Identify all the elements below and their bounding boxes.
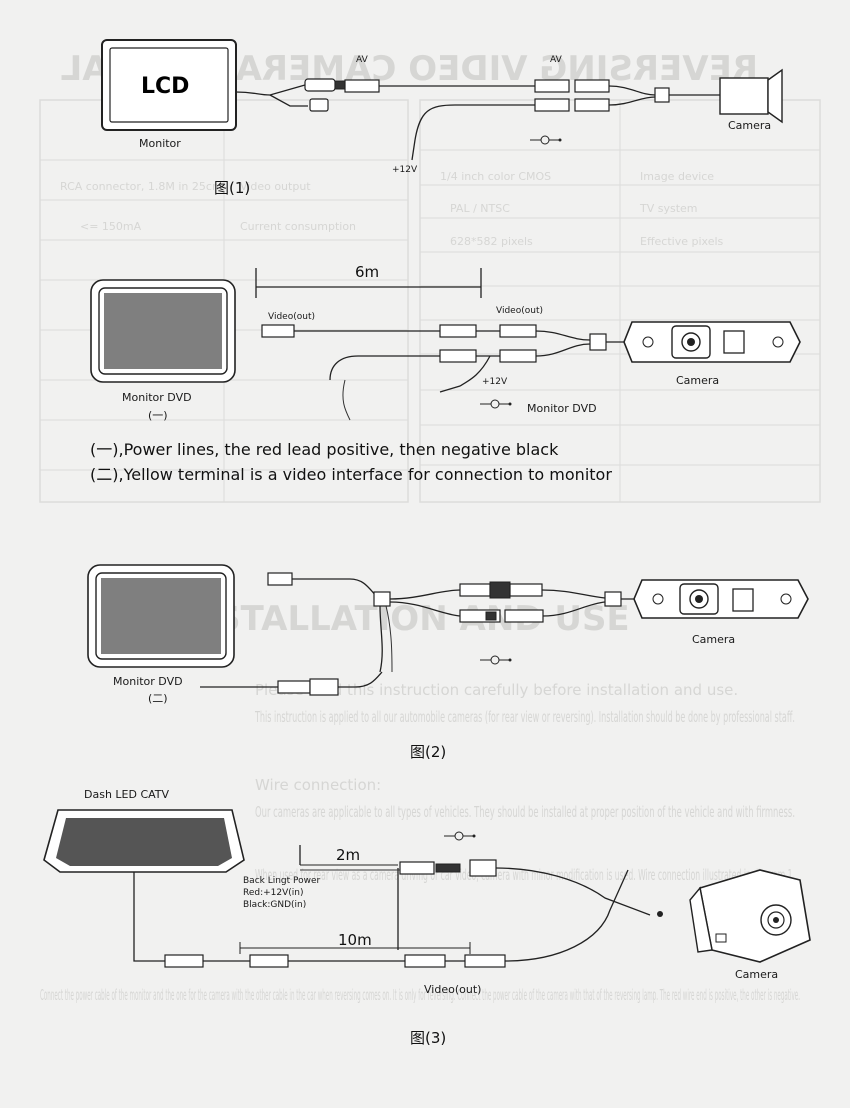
figure-1-caption: 图(1)	[214, 179, 250, 197]
diagram-3: Dash LED CATV 10m Video(out) 2m	[43, 788, 811, 1047]
diagram-1: LCD Monitor AV AV +12V Ca	[101, 39, 783, 197]
ghost-paragraph: This instruction is applied to all our a…	[254, 708, 795, 726]
ghost-cell: TV system	[639, 202, 698, 215]
ghost-paragraph: Please read this instruction carefully b…	[255, 681, 738, 699]
monitor-dvd-label-1: Monitor DVD	[122, 391, 192, 404]
ghost-cell: Video output	[240, 180, 311, 193]
note-power-lines: (一),Power lines, the red lead positive, …	[90, 440, 559, 459]
camera-label-1: Camera	[728, 119, 771, 132]
ghost-heading-2: INSTALLATION AND USE	[175, 599, 630, 639]
dash-led-label: Dash LED CATV	[84, 788, 170, 801]
camera-label-2: Camera	[676, 374, 719, 387]
monitor-label: Monitor	[139, 137, 181, 150]
camera-icon-4	[689, 869, 811, 963]
lcd-label: LCD	[141, 74, 189, 99]
video-out-label-3: Video(out)	[424, 983, 481, 996]
power-connector-icon-3	[480, 655, 512, 665]
ghost-cell: Effective pixels	[640, 235, 724, 248]
diagram-1b: 6m Monitor DVD (一) Video(out) Video(out)…	[90, 263, 801, 484]
ghost-paragraph: Our cameras are applicable to all types …	[255, 803, 795, 821]
power-connector-icon	[530, 135, 562, 145]
distance-6m: 6m	[355, 263, 379, 281]
ghost-cell: PAL / NTSC	[450, 202, 510, 215]
monitor-dvd-sub-2: (二)	[148, 692, 168, 705]
back-light-title: Back Lingt Power	[243, 876, 321, 886]
power-connector-icon-4	[444, 831, 476, 841]
camera-label-3: Camera	[692, 633, 735, 646]
note-yellow-terminal: (二),Yellow terminal is a video interface…	[90, 465, 612, 484]
ghost-cell: <= 150mA	[80, 220, 142, 233]
ghost-paragraph: Wire connection:	[255, 776, 381, 794]
distance-10m: 10m	[338, 931, 372, 949]
ghost-cell: RCA connector, 1.8M in 25cm	[60, 180, 223, 193]
bleed-through-print: REVERSING VIDEO CAMERA MANUAL 1/4 inch c…	[39, 49, 821, 1004]
lcd-monitor-icon: LCD	[101, 39, 237, 131]
monitor-dvd-icon-1	[90, 279, 236, 383]
av-right-label: AV	[550, 55, 563, 65]
video-out-label-right: Video(out)	[496, 306, 543, 316]
camera-label-4: Camera	[735, 968, 778, 981]
ghost-cell: Image device	[640, 170, 714, 183]
diagram-2: Monitor DVD (二) Camera	[87, 564, 809, 761]
monitor-dvd-icon-2	[87, 564, 235, 668]
camera-icon-3	[633, 579, 809, 619]
av-left-label: AV	[356, 55, 369, 65]
ghost-paragraph: When used for rear view as a camera driv…	[255, 866, 795, 884]
power-connector-icon-2	[480, 399, 512, 409]
video-out-label-left: Video(out)	[268, 312, 315, 322]
dash-mirror-monitor-icon	[43, 809, 245, 873]
monitor-dvd-label-3: Monitor DVD	[113, 675, 183, 688]
ghost-cell: Current consumption	[240, 220, 356, 233]
monitor-dvd-label-2: Monitor DVD	[527, 402, 597, 415]
monitor-dvd-sub-1: (一)	[148, 409, 168, 422]
back-light-black: Black:GND(in)	[243, 900, 306, 910]
figure-3-caption: 图(3)	[410, 1029, 446, 1047]
camera-icon-1	[719, 68, 783, 124]
figure-2-caption: 图(2)	[410, 743, 446, 761]
back-light-red: Red:+12V(in)	[243, 888, 304, 898]
distance-2m: 2m	[336, 846, 360, 864]
power-12v-label: +12V	[392, 165, 418, 175]
ghost-cell: 628*582 pixels	[450, 235, 533, 248]
ghost-paragraph: Connect the power cable of the monitor a…	[40, 986, 800, 1004]
camera-icon-2	[623, 321, 801, 363]
ghost-cell: 1/4 inch color CMOS	[440, 170, 551, 183]
power-12v-label-2: +12V	[482, 377, 508, 387]
